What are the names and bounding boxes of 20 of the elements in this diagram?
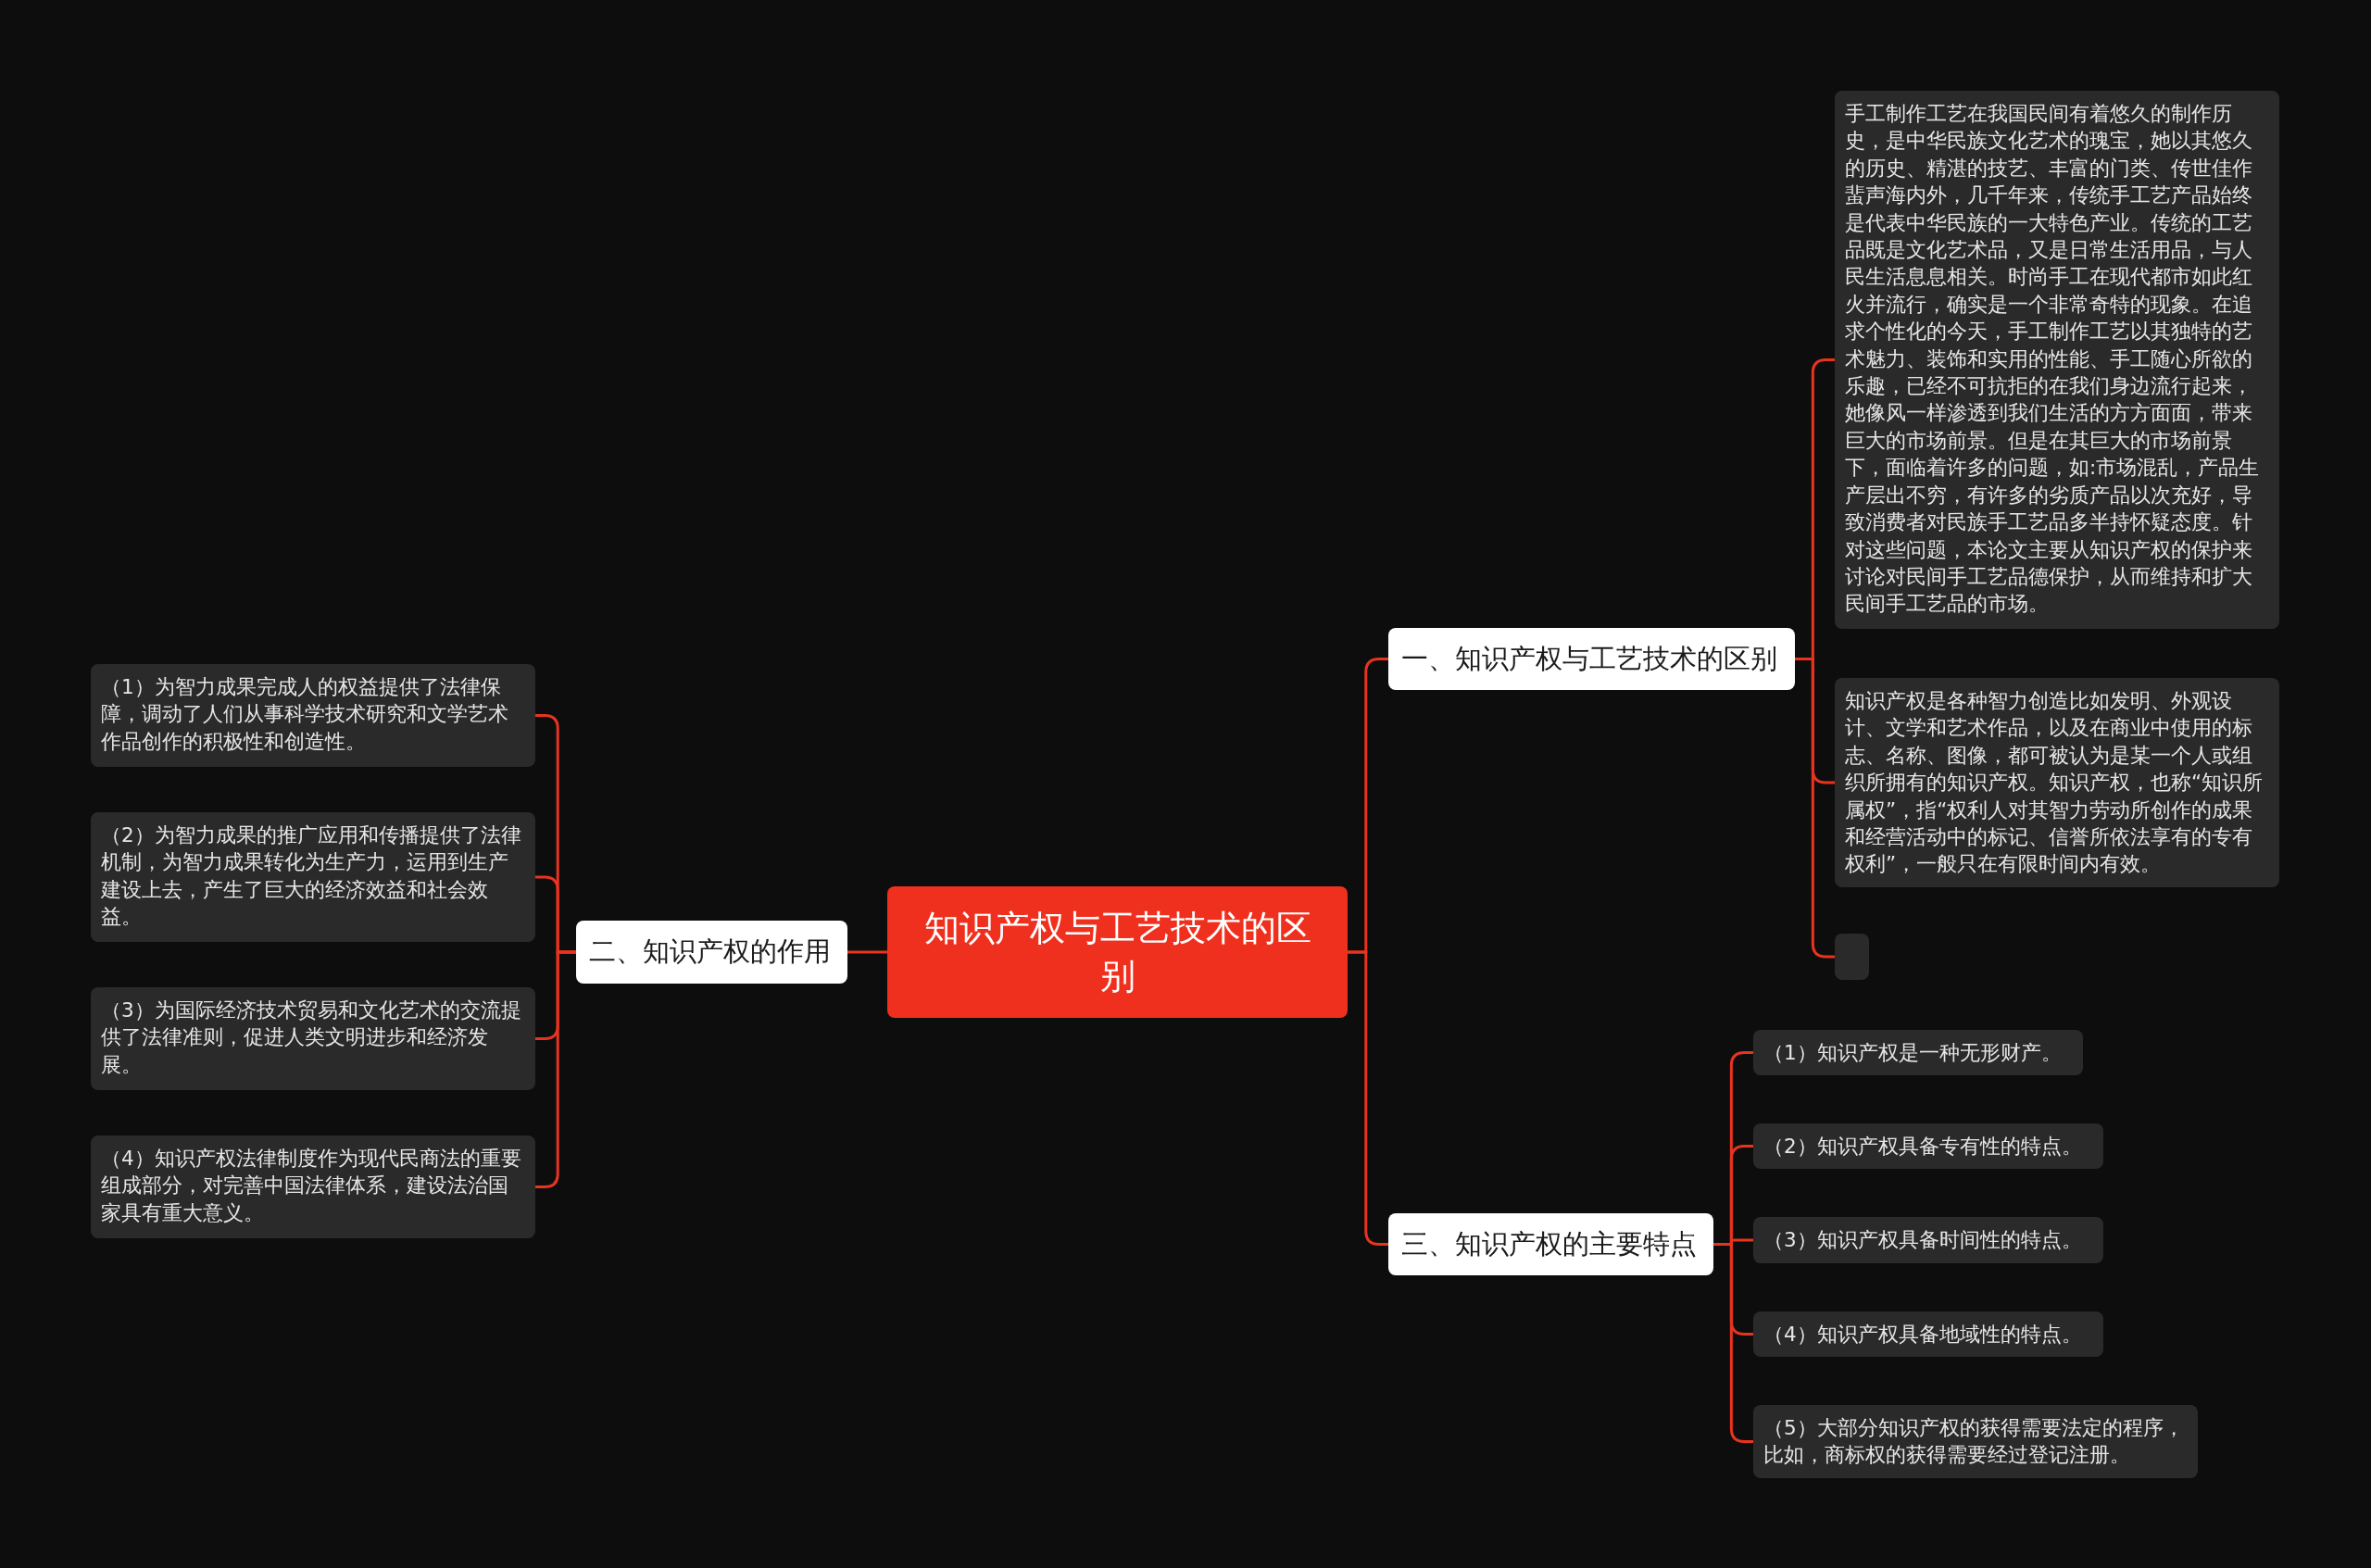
branch-topic: 一、知识产权与工艺技术的区别 xyxy=(1388,628,1795,690)
connector-line xyxy=(1713,1243,1753,1443)
text-card: （2）为智力成果的推广应用和传播提供了法律机制，为智力成果转化为生产力，运用到生产建设上去，产生了巨大的经济效益和社会效益。 xyxy=(91,812,535,942)
branch-topic: 三、知识产权的主要特点 xyxy=(1388,1213,1713,1275)
text-card: 手工制作工艺在我国民间有着悠久的制作历史，是中华民族文化艺术的瑰宝，她以其悠久的历史、精湛的技艺、丰富的门类、传世佳作蜚声海内外，几千年来，传统手工艺产品始终是代表中华民族的一大特色产业。传统的工艺品既是文化艺术品，又是日常生活用品，与人民生活息息相关。时尚手工在现代都市如此红火并流行，确实是一个非常奇特的现象。在追求个性化的今天，手工制作工艺以其独特的艺术魅力、装饰和实用的性能、手工随心所欲的乐趣，已经不可抗拒的在我们身边流行起来，她像风一样渗透到我们生活的方方面面，带来巨大的市场前景。但是在其巨大的市场前景下，面临着许多的问题，如:市场混乱，产品生产层出不穷，有许多的劣质产品以次充好，导致消费者对民族手工艺品多半持怀疑态度。针对这些问题，本论文主要从知识产权的保护来讨论对民间手工艺品德保护，从而维持和扩大民间手工艺品的市场。 xyxy=(1835,91,2279,629)
central-topic: 知识产权与工艺技术的区别 xyxy=(887,886,1348,1018)
text-card: （3）为国际经济技术贸易和文化艺术的交流提供了法律准则，促进人类文明进步和经济发展。 xyxy=(91,987,535,1090)
branch-topic: 二、知识产权的作用 xyxy=(576,921,847,984)
text-card: （5）大部分知识产权的获得需要法定的程序，比如，商标权的获得需要经过登记注册。 xyxy=(1753,1405,2198,1478)
connector-line xyxy=(1348,950,1388,1246)
text-card: （3）知识产权具备时间性的特点。 xyxy=(1753,1217,2103,1263)
text-card: （1）为智力成果完成人的权益提供了法律保障，调动了人们从事科学技术研究和文学艺术作品创作的积极性和创造性。 xyxy=(91,664,535,767)
connector-line xyxy=(847,950,887,954)
text-card: 知识产权是各种智力创造比如发明、外观设计、文学和艺术作品，以及在商业中使用的标志、名称、图像，都可被认为是某一个人或组织所拥有的知识产权。知识产权，也称“知识所属权”，指“权利人对其智力劳动所创作的成果和经营活动中的标记、信誉所依法享有的专有权利”，一般只在有限时间内有效。 xyxy=(1835,678,2279,887)
text-card: （1）知识产权是一种无形财产。 xyxy=(1753,1030,2083,1076)
text-card: （4）知识产权具备地域性的特点。 xyxy=(1753,1311,2103,1358)
connector-line xyxy=(535,950,576,1188)
empty-card xyxy=(1835,934,1869,980)
text-card: （2）知识产权具备专有性的特点。 xyxy=(1753,1123,2103,1170)
text-card: （4）知识产权法律制度作为现代民商法的重要组成部分，对完善中国法律体系，建设法治国家具有重大意义。 xyxy=(91,1135,535,1238)
